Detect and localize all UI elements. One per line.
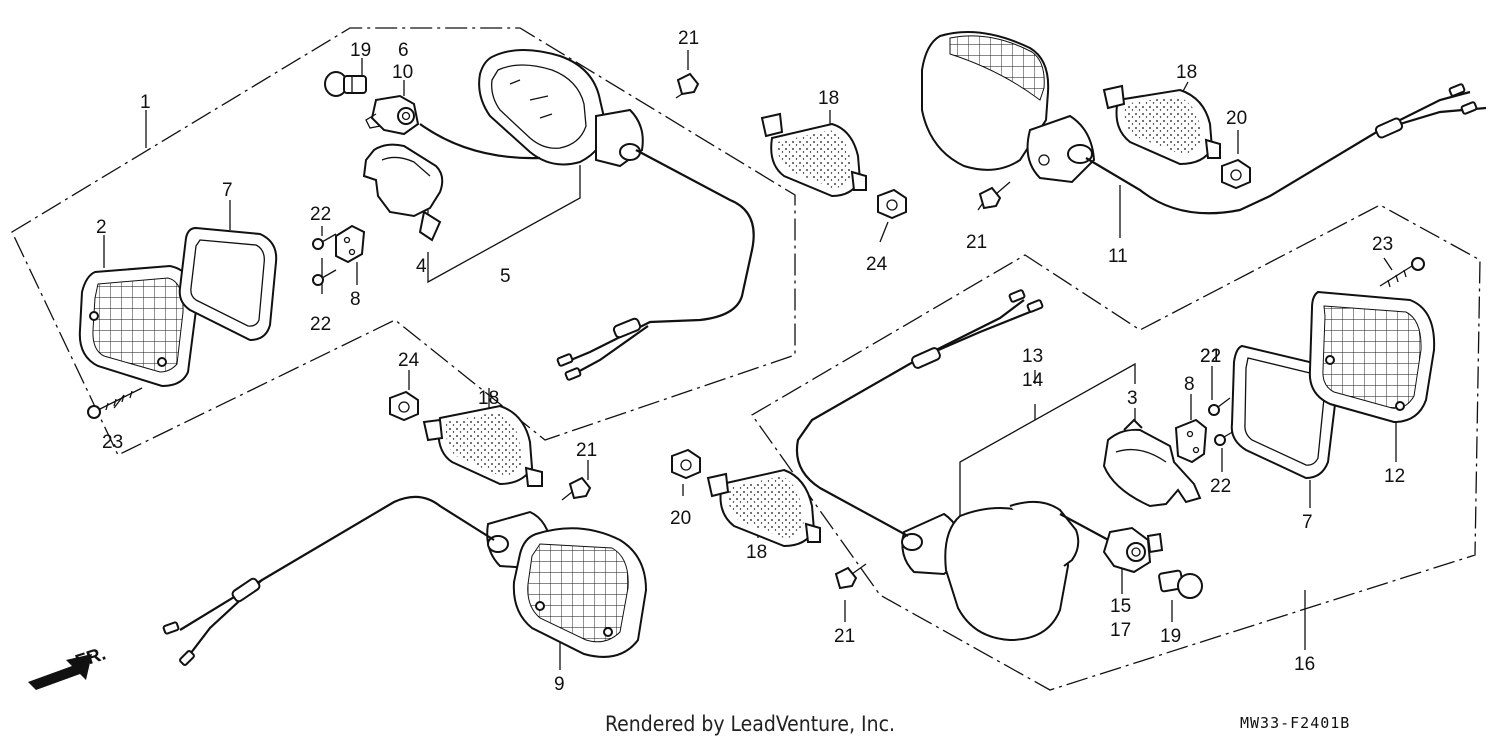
callout-14: 14 (1022, 370, 1044, 391)
callout-8-right: 8 (1184, 374, 1195, 395)
callout-23-right: 23 (1372, 234, 1393, 255)
callout-12: 12 (1384, 466, 1405, 487)
screw-22-left-bottom (312, 269, 337, 286)
direction-label: FR. (73, 643, 109, 672)
callout-6: 6 (398, 40, 409, 61)
assembly-16-boundary (751, 204, 1481, 691)
callout-7-left: 7 (222, 180, 233, 201)
callout-13: 13 (1022, 346, 1043, 367)
rubber-mount-18-upper-right (1102, 84, 1221, 166)
nut-20-upper-right (1221, 158, 1251, 190)
plate-8-right (1174, 418, 1208, 464)
callout-11: 11 (1108, 246, 1128, 267)
callout-3: 3 (1127, 388, 1138, 409)
screw-22-right-top (1208, 397, 1231, 416)
callout-19-right: 19 (1160, 626, 1181, 647)
callout-1: 1 (140, 92, 151, 113)
callout-23-left: 23 (102, 432, 123, 453)
lens-2 (78, 264, 198, 388)
plate-8-left (335, 224, 366, 264)
callout-18-upper-right: 18 (1176, 62, 1197, 83)
screw-23-left (87, 387, 143, 419)
callout-24-lower: 24 (398, 350, 420, 371)
callout-21-lower-left: 21 (576, 440, 597, 461)
callout-19-left: 19 (350, 40, 371, 61)
bulb-19-left (324, 71, 367, 97)
housing-9 (486, 510, 648, 658)
callout-18-lower-left: 18 (478, 388, 499, 409)
bolt-21-top (675, 72, 700, 99)
callout-15: 15 (1110, 596, 1131, 617)
assembly-1-boundary (11, 27, 796, 456)
screw-22-right-bottom (1214, 429, 1237, 446)
callout-16: 16 (1294, 654, 1315, 675)
screw-23-right (1379, 257, 1425, 288)
callout-2: 2 (96, 217, 107, 238)
callout-labels: 1 2 3 4 5 6 7 7 8 8 9 10 11 12 13 14 15 … (96, 28, 1405, 695)
nut-24-lower (389, 390, 419, 422)
nut-20-lower (671, 448, 701, 480)
socket-6-10 (365, 94, 420, 136)
callout-20-upper: 20 (1226, 108, 1247, 129)
callout-7-right: 7 (1302, 512, 1313, 533)
bolt-21-lower-left (561, 476, 592, 501)
callout-21-upper-right: 21 (966, 232, 987, 253)
housing-13-14 (901, 500, 1080, 642)
callout-21-top: 21 (678, 28, 699, 49)
bulb-19-right (1158, 569, 1203, 599)
callout-18-lower-center: 18 (746, 542, 767, 563)
screw-22-left-top (312, 233, 337, 250)
rubber-mount-18-top-center (760, 112, 867, 198)
callout-10: 10 (392, 62, 413, 83)
housing-11 (921, 31, 1096, 184)
callout-4: 4 (416, 256, 427, 277)
bracket-4 (362, 143, 444, 242)
diagram-code: MW33-F2401B (1240, 714, 1351, 732)
callout-18-top-center: 18 (818, 88, 839, 109)
credit-text: Rendered by LeadVenture, Inc. (605, 712, 895, 736)
callout-22-left-top: 22 (310, 204, 331, 225)
bracket-3 (1102, 418, 1202, 508)
socket-15-17 (1102, 526, 1164, 574)
front-direction-indicator: FR. (28, 643, 109, 690)
bolt-21-lower-center (834, 563, 867, 590)
nut-24-top (877, 188, 907, 220)
callout-17: 17 (1110, 620, 1131, 641)
callout-24-top: 24 (866, 254, 888, 275)
housing-5 (478, 49, 644, 168)
callout-22-right-bottom: 22 (1210, 476, 1231, 497)
callout-21-right: 21 (1200, 346, 1221, 367)
callout-20-lower: 20 (670, 508, 691, 529)
callout-8-left: 8 (350, 289, 361, 310)
bolt-21-upper-right (978, 181, 1011, 210)
callout-22-left-bottom: 22 (310, 314, 331, 335)
callout-21-lower-center: 21 (834, 626, 855, 647)
lens-12 (1308, 290, 1436, 424)
rubber-mount-18-lower-center (706, 468, 821, 548)
rubber-mount-18-lower-left (422, 404, 543, 487)
gasket-7-left (178, 226, 278, 342)
callout-5: 5 (500, 266, 511, 287)
callout-9: 9 (554, 674, 565, 695)
callout-22-right-top: 22 (1200, 346, 1221, 367)
